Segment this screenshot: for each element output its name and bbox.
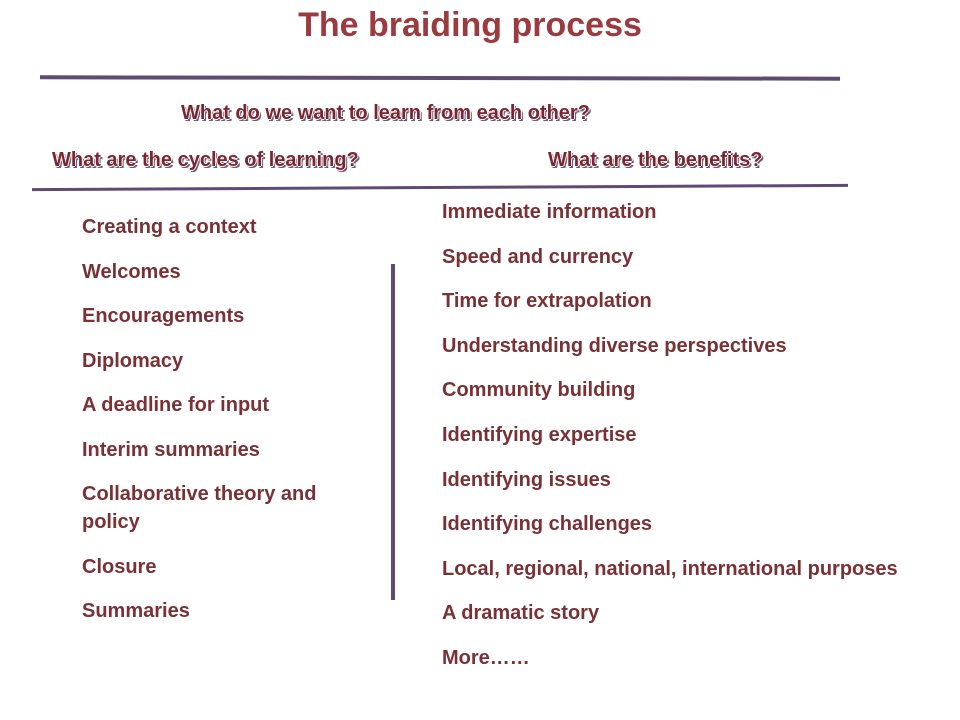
list-item: Immediate information [442, 201, 657, 223]
list-item: Welcomes [82, 260, 181, 283]
list-item: More…… [442, 646, 530, 669]
heading-cycles-of-learning: What are the cycles of learning? [52, 149, 359, 171]
list-item: Summaries [82, 600, 190, 622]
section-divider [31, 183, 849, 192]
list-item: Community building [442, 379, 636, 402]
list-item: Speed and currency [442, 245, 634, 268]
list-item: Diplomacy [82, 349, 184, 372]
list-item: Interim summaries [82, 438, 260, 461]
cycles-list: Creating a context Welcomes Encouragemen… [82, 213, 352, 642]
list-item: Encouragements [82, 305, 245, 327]
top-divider [39, 75, 841, 81]
list-item: A dramatic story [442, 602, 600, 625]
list-item: Local, regional, national, international… [442, 557, 898, 580]
list-item: Understanding diverse perspectives [442, 334, 787, 357]
benefits-list: Immediate information Speed and currency… [442, 198, 942, 689]
list-item: Time for extrapolation [442, 290, 652, 313]
column-divider [391, 264, 395, 600]
list-item: Closure [82, 555, 157, 578]
heading-benefits: What are the benefits? [548, 149, 763, 171]
list-item: Creating a context [82, 216, 257, 238]
heading-learn-from-each-other: What do we want to learn from each other… [181, 102, 590, 124]
page-title: The braiding process [298, 6, 642, 44]
list-item: Identifying challenges [442, 513, 653, 536]
list-item: Collaborative theory and policy [82, 483, 317, 533]
list-item: Identifying expertise [442, 423, 637, 446]
list-item: A deadline for input [82, 394, 270, 416]
list-item: Identifying issues [442, 468, 611, 491]
